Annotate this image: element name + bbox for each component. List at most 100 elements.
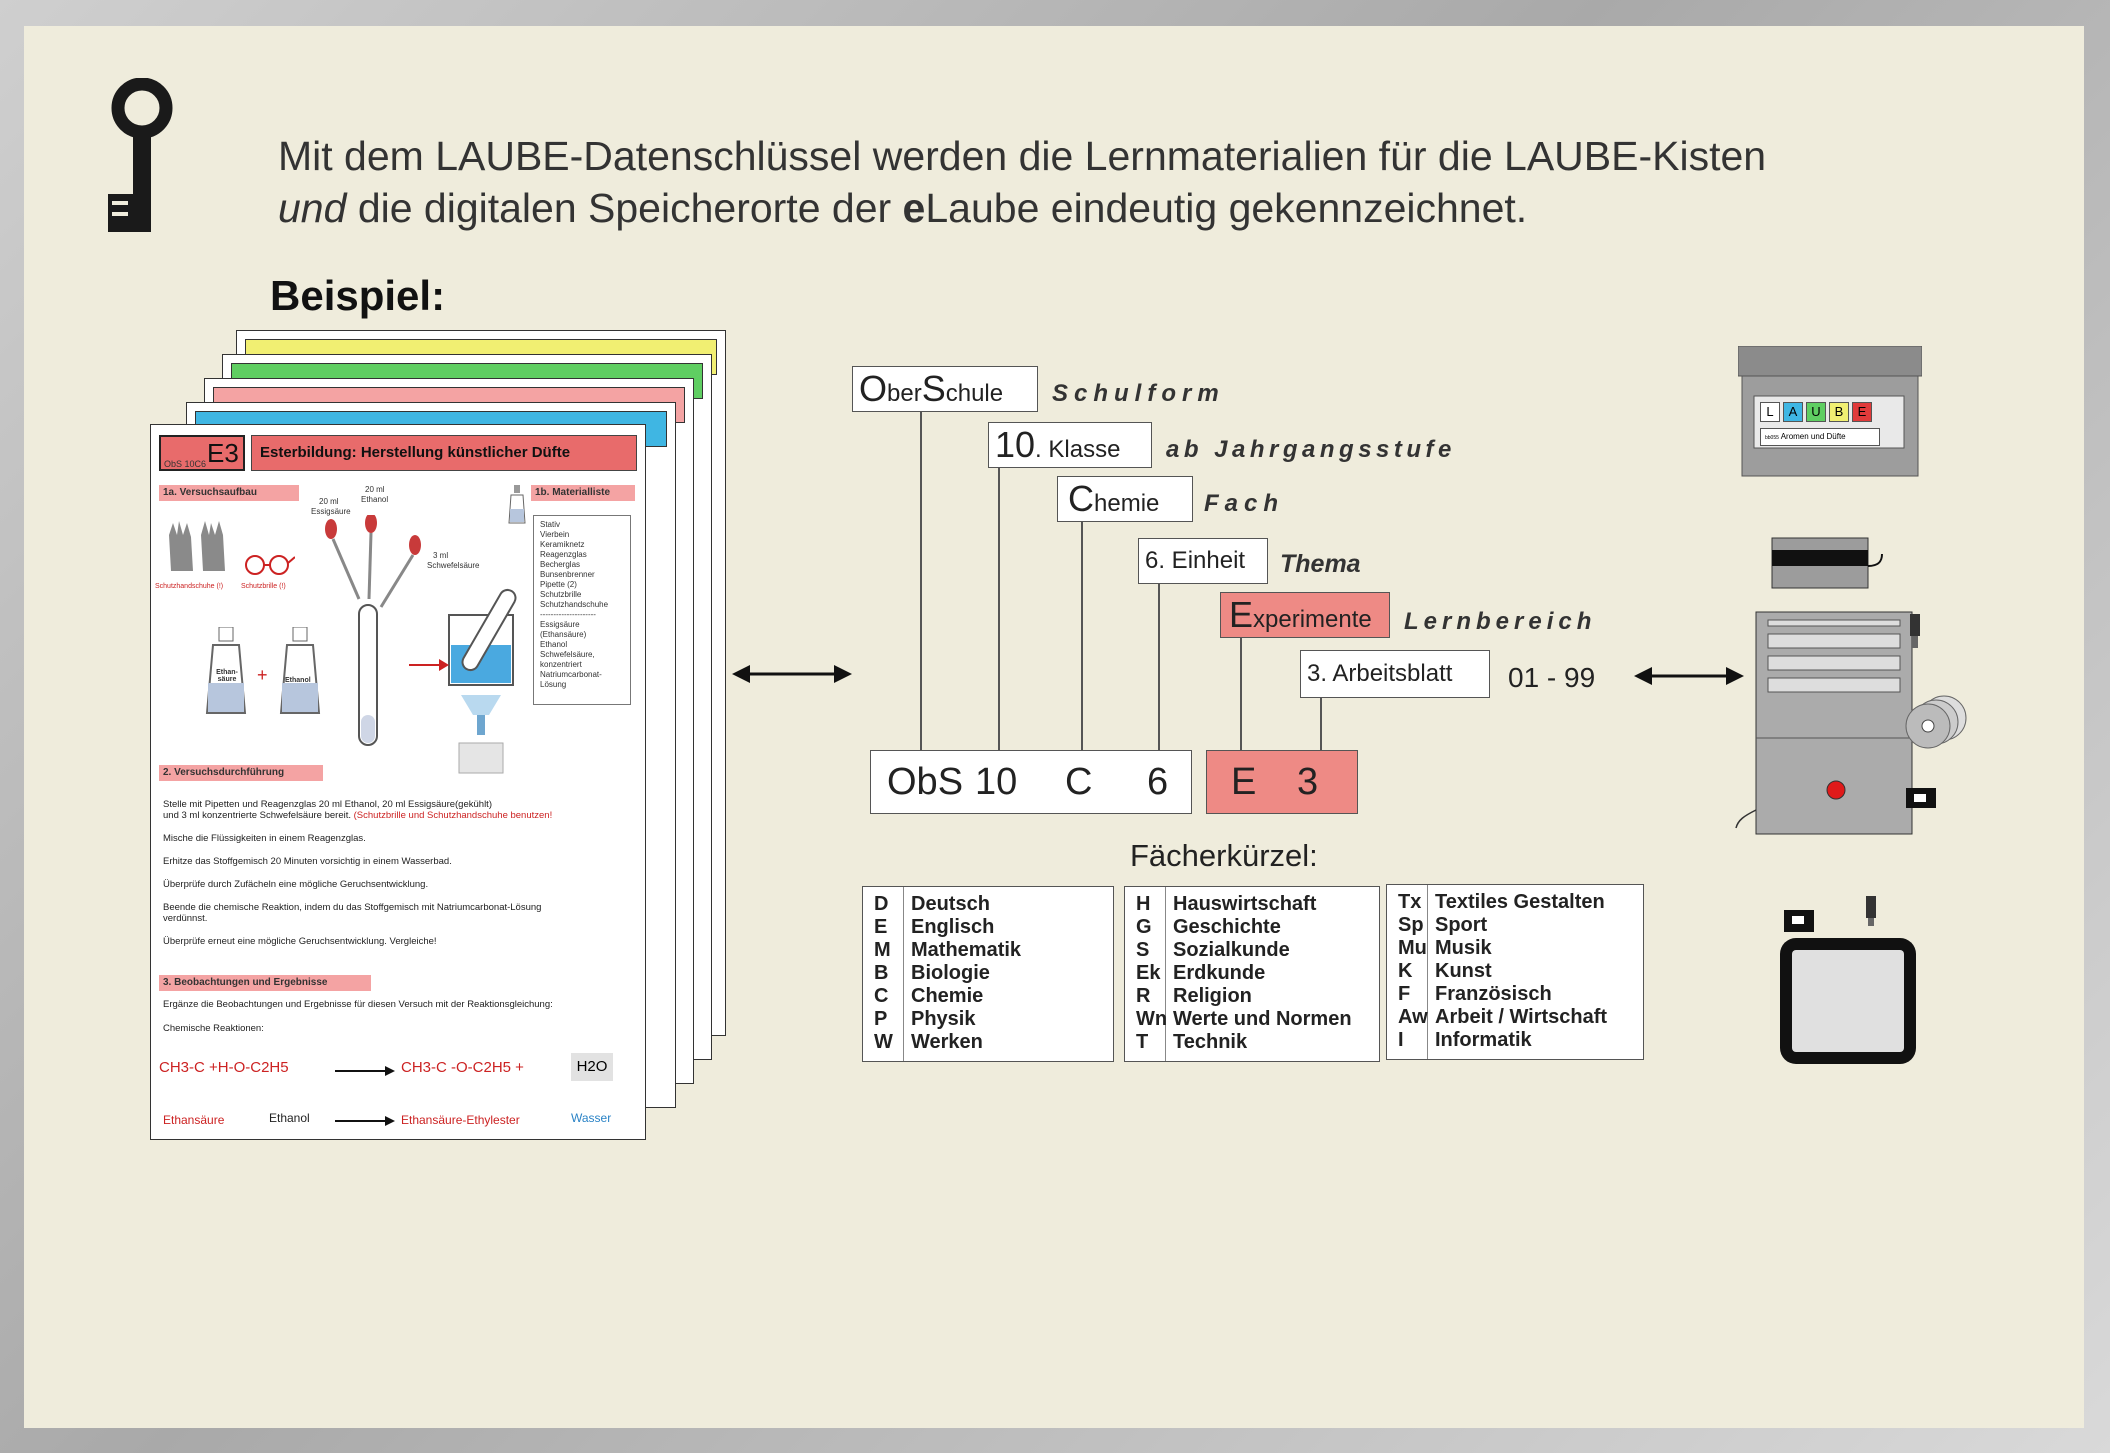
faecher-abbr: M (874, 939, 891, 961)
faecher-name: Arbeit / Wirtschaft (1435, 1006, 1608, 1028)
faecher-abbr: Ek (1136, 962, 1161, 984)
box-klasse: 10. Klasse (988, 422, 1152, 468)
material-item: (Ethansäure) (540, 630, 587, 639)
laube-code: bb055 (1765, 435, 1779, 441)
label-fach: Fach (1204, 490, 1285, 517)
material-item: Essigsäure (540, 620, 580, 629)
sheet-title-box: Esterbildung: Herstellung künstlicher Dü… (251, 435, 637, 471)
step-3: Erhitze das Stoffgemisch 20 Minuten vors… (163, 856, 452, 867)
slide-panel: Mit dem LAUBE-Datenschlüssel werden die … (24, 26, 2084, 1428)
step-1b-text: und 3 ml konzentrierte Schwefelsäure ber… (163, 810, 351, 821)
faecher-title: Fächerkürzel: (1130, 838, 1318, 873)
faecher-abbr: B (874, 962, 889, 984)
step-1a: Stelle mit Pipetten und Reagenzglas 20 m… (163, 799, 492, 810)
faecher-name: Religion (1173, 985, 1252, 1007)
faecher-name: Erdkunde (1173, 962, 1266, 984)
code-bar-lernbereich: E 3 (1206, 750, 1358, 814)
laube-caption-box: bb055 Aromen und Düfte (1760, 428, 1880, 446)
name-ethansaeure: Ethansäure (163, 1113, 225, 1127)
sec2-text: 2. Versuchsdurchführung (163, 767, 285, 778)
label-20ml-a: 20 ml (319, 497, 339, 506)
bottle-small-icon (508, 485, 526, 524)
gloves-label: Schutzhandschuhe (!) (155, 583, 224, 590)
material-item: Schutzhandschuhe (540, 600, 609, 609)
connector-fach (1081, 522, 1083, 750)
red-arrow-icon (409, 659, 449, 671)
connector-lernbereich (1240, 638, 1242, 750)
lernbereich-big: E (1229, 594, 1254, 635)
arbeitsblatt-range: 01 - 99 (1508, 662, 1596, 693)
faecher-name: Werken (911, 1031, 983, 1053)
name-ethanol: Ethanol (269, 1111, 310, 1125)
thema-text: 6. Einheit (1145, 547, 1246, 574)
label-20ml-b: 20 ml (365, 485, 385, 494)
material-item: Lösung (540, 680, 567, 689)
schulform-cap1: O (859, 368, 888, 409)
glasses-label: Schutzbrille (!) (241, 583, 286, 590)
faecher-abbr: W (874, 1031, 893, 1053)
letter-e: E (1852, 402, 1872, 422)
faecher-abbr: F (1398, 983, 1411, 1005)
equation-right-wrap: CH3-C -O-C2H5 + (401, 1059, 524, 1076)
reactions-label: Chemische Reaktionen: (163, 1023, 264, 1034)
worksheet-front: ObS 10C6 E3 Esterbildung: Herstellung kü… (150, 424, 646, 1140)
laube-letters: L A U B E (1760, 402, 1872, 422)
material-item: Bunsenbrenner (540, 570, 595, 579)
letter-l: L (1760, 402, 1780, 422)
box-fach: Chemie (1057, 476, 1193, 522)
code-fach: C (1065, 761, 1093, 803)
equation-right: CH3-C -O-C2H5 + (401, 1059, 524, 1076)
sec1b-label: 1b. Materialliste (531, 485, 635, 501)
step-5b: verdünnst. (163, 913, 208, 924)
faecher-name: Kunst (1435, 960, 1492, 982)
tablet-icon (1780, 896, 1916, 1064)
water-box: H2O (571, 1053, 613, 1081)
klasse-big: 10 (995, 424, 1036, 465)
reaction-arrow-2 (335, 1116, 395, 1126)
faecher-abbr: Sp (1398, 914, 1424, 936)
plus-sign: + (257, 665, 268, 685)
sec1-text: 1a. Versuchsaufbau (163, 487, 257, 498)
glasses-icon (245, 555, 295, 575)
faecher-abbr: H (1136, 893, 1151, 915)
faecher-name: Hauswirtschaft (1173, 893, 1317, 915)
fach-small: hemie (1094, 490, 1160, 517)
letter-b: B (1829, 402, 1849, 422)
box-lernbereich: Experimente (1220, 592, 1390, 638)
faecher-name: Geschichte (1173, 916, 1281, 938)
sec3-description: Ergänze die Beobachtungen und Ergebnisse… (163, 999, 553, 1010)
sec1-label: 1a. Versuchsaufbau (159, 485, 299, 501)
sheet-code-box: ObS 10C6 E3 (159, 435, 245, 471)
step-5a: Beende die chemische Reaktion, indem du … (163, 902, 542, 913)
bottle-ethanol-label: Ethanol (285, 677, 311, 684)
code-obs: ObS (887, 761, 964, 803)
connector-klasse (998, 468, 1000, 750)
material-item: Pipette (2) (540, 580, 577, 589)
label-schwefel: Schwefelsäure (427, 561, 480, 570)
faecher-name: Deutsch (911, 893, 990, 915)
material-item: Natriumcarbonat- (540, 670, 602, 679)
faecher-abbr: Wn (1136, 1008, 1168, 1030)
step-2: Mische die Flüssigkeiten in einem Reagen… (163, 833, 366, 844)
sheet-code-big: E3 (207, 438, 239, 468)
faecher-abbr: R (1136, 985, 1151, 1007)
code-bar-main: ObS 10 C 6 (870, 750, 1192, 814)
faecher-name: Mathematik (911, 939, 1022, 961)
label-essig: Essigsäure (311, 507, 351, 516)
label-3ml: 3 ml (433, 551, 449, 560)
name-wasser: Wasser (571, 1111, 612, 1125)
laube-caption: Aromen und Düfte (1780, 432, 1846, 441)
header-line-1: Mit dem LAUBE-Datenschlüssel werden die … (278, 133, 1767, 179)
reaction-arrow-1 (335, 1066, 395, 1076)
material-item: Schwefelsäure, (540, 650, 595, 659)
faecher-name: Werte und Normen (1173, 1008, 1352, 1030)
header-italic: und (278, 185, 347, 231)
bottle-ethansaeure-label: Ethan-säure (216, 669, 238, 683)
faecher-abbr: K (1398, 960, 1413, 982)
faecher-abbr: Tx (1398, 891, 1422, 913)
faecher-abbr: E (874, 916, 888, 938)
faecher-name: Musik (1435, 937, 1492, 959)
klasse-small: . Klasse (1035, 436, 1121, 463)
material-item: Stativ (540, 520, 561, 529)
